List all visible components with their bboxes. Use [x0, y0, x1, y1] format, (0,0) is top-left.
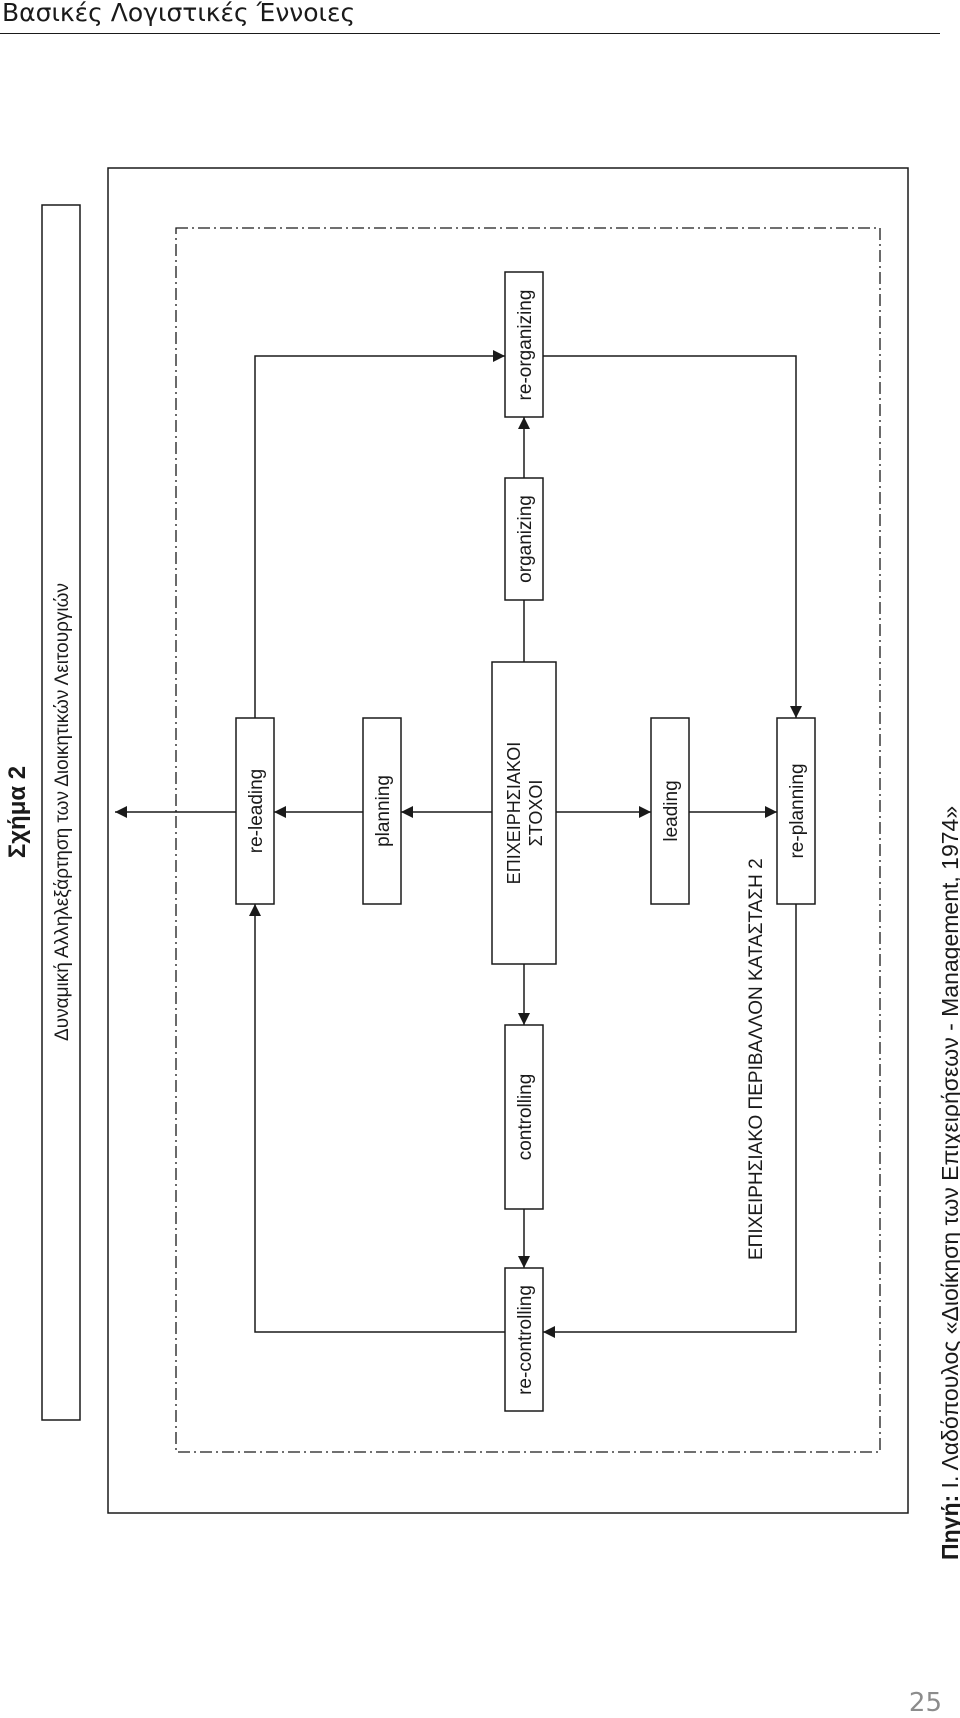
arrow-re-leading-to-re-organizing [254, 350, 505, 718]
label-leading: leading [661, 780, 682, 841]
subtitle-box [41, 204, 81, 1421]
box-re-planning [776, 717, 816, 905]
figure-subtitle: Δυναμική Αλληλεξάρτηση των Διοικητικών Λ… [52, 583, 73, 1041]
box-re-controlling [504, 1267, 544, 1412]
box-controlling [504, 1024, 544, 1210]
box-goals [491, 661, 557, 965]
label-planning: planning [373, 775, 394, 847]
box-leading [650, 717, 690, 905]
label-goals-line2: ΣΤΟΧΟΙ [526, 780, 546, 847]
arrow-re-controlling-to-re-leading [249, 904, 505, 1333]
arrow-re-organizing-to-re-planning [543, 355, 802, 718]
source-prefix: Πηγή: [937, 1495, 960, 1560]
label-re-leading: re-leading [246, 769, 267, 854]
box-re-organizing [504, 271, 544, 418]
label-goals-line1: ΕΠΙΧΕΙΡΗΣΙΑΚΟΙ [504, 742, 524, 885]
box-planning [362, 717, 402, 905]
header-rule [0, 33, 940, 34]
outer-frame [107, 167, 909, 1514]
source-text: Ι. Λαδόπουλος «Διοίκηση των Επιχειρήσεων… [937, 806, 960, 1495]
environment-border [175, 227, 881, 1453]
label-re-planning: re-planning [787, 763, 808, 858]
source-caption: Πηγή: Ι. Λαδόπουλος «Διοίκηση των Επιχει… [937, 806, 960, 1560]
label-re-organizing: re-organizing [515, 290, 536, 401]
figure-label: Σχήμα 2 [4, 766, 31, 858]
label-organizing: organizing [515, 495, 536, 583]
label-re-controlling: re-controlling [515, 1285, 536, 1395]
arrow-re-planning-to-re-controlling [543, 904, 797, 1338]
running-header-title: Βασικές Λογιστικές Έννοιες [2, 0, 356, 27]
box-organizing [504, 477, 544, 601]
environment-label: ΕΠΙΧΕΙΡΗΣΙΑΚΟ ΠΕΡΙΒΑΛΛΟΝ ΚΑΤΑΣΤΑΣΗ 2 [746, 858, 767, 1260]
label-controlling: controlling [515, 1074, 536, 1161]
page-number: 25 [908, 1688, 942, 1718]
